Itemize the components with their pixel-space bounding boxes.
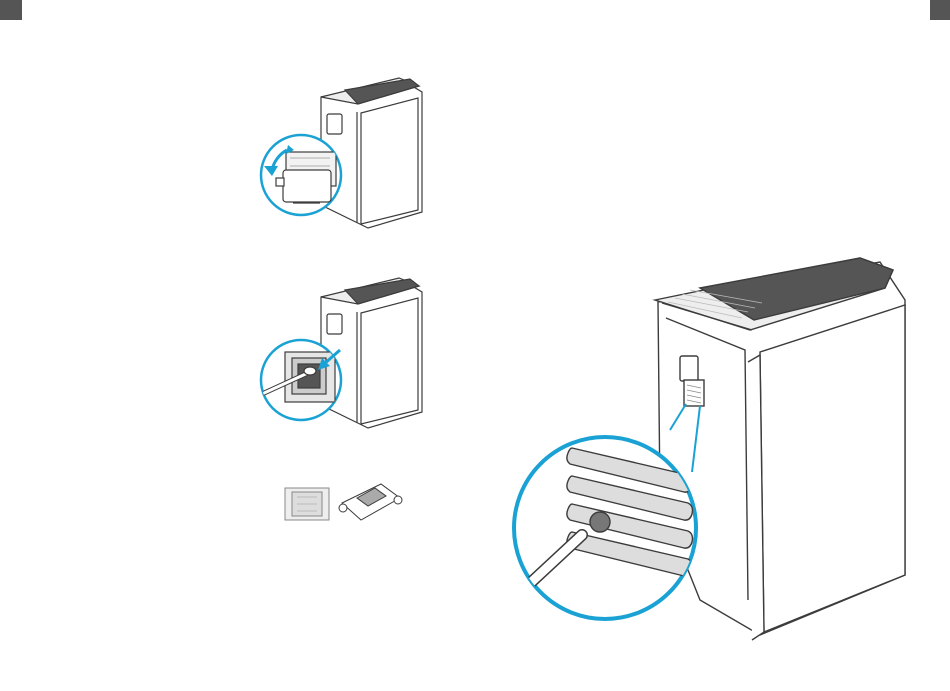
sensor-lens-part (339, 484, 402, 520)
step1-illustration (261, 78, 422, 228)
sensor-cover-part (285, 488, 329, 520)
step2-illustration (261, 278, 422, 428)
detail-illustration (514, 258, 905, 640)
purifier-large (655, 258, 905, 640)
step3-illustration (285, 484, 402, 520)
purifier-small-1 (321, 78, 422, 228)
